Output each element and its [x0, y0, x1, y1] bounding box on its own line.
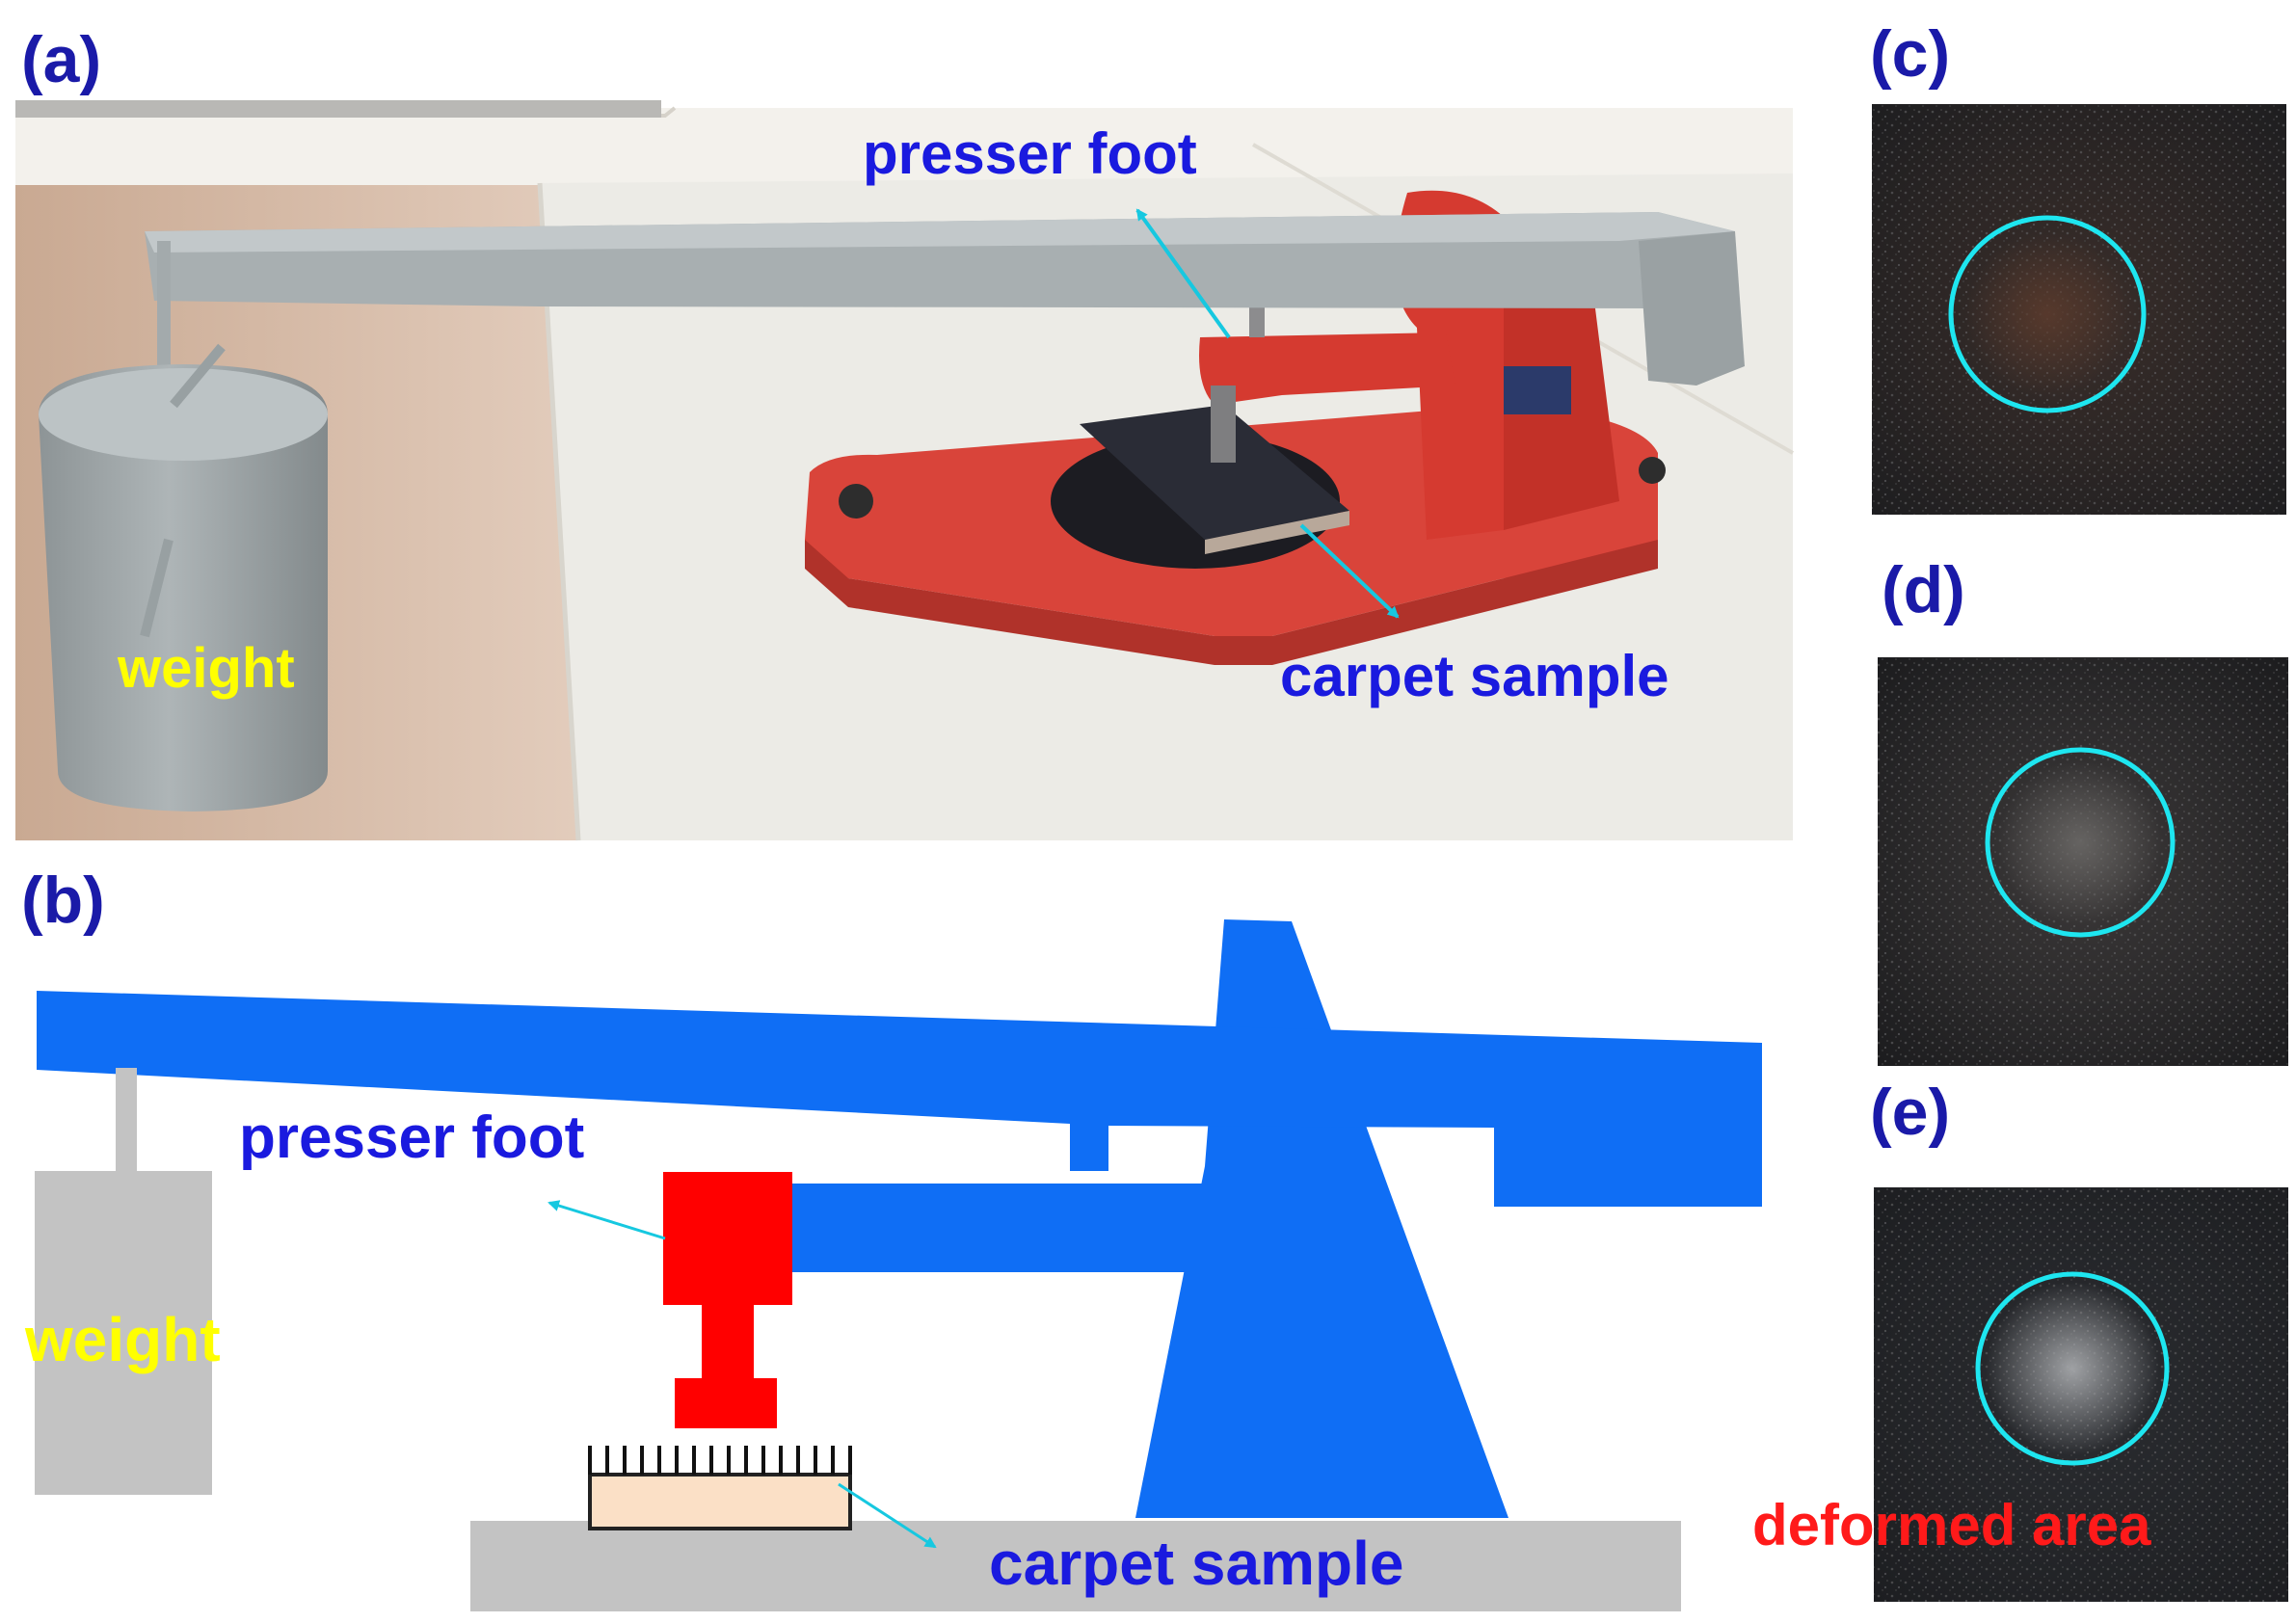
photo-carpet-backing [1205, 511, 1349, 554]
schematic-label-weight: weight [25, 1305, 221, 1374]
photo-weight-top [39, 368, 328, 461]
photo-window-frame [15, 100, 661, 118]
schematic-presser-stem [702, 1305, 754, 1382]
schematic-weight-hanger [116, 1068, 137, 1174]
photo-weight-pin [140, 538, 174, 638]
photo-label-carpet-sample: carpet sample [1280, 644, 1669, 708]
photo-carpet-arrow [1299, 523, 1400, 619]
photo-red-arm [1199, 333, 1455, 405]
photo-weight-handle [170, 343, 226, 409]
deformation-circle-c [1948, 215, 2147, 413]
deformation-circle-d [1985, 747, 2176, 938]
schematic-label-presser-foot: presser foot [239, 1104, 585, 1171]
panel-label-c: (c) [1870, 17, 1951, 91]
panel-e-image [1874, 1187, 2288, 1602]
panel-c-image [1872, 104, 2286, 515]
panel-label-b: (b) [21, 864, 105, 937]
schematic-presser-foot [675, 1378, 777, 1428]
panel-a-photo [15, 100, 1794, 841]
schematic-label-carpet-sample: carpet sample [989, 1529, 1404, 1598]
schematic-lever-beam [37, 991, 1762, 1207]
panel-label-e: (e) [1870, 1076, 1951, 1149]
photo-red-base-side [805, 540, 1658, 665]
photo-label-presser-foot: presser foot [863, 121, 1197, 186]
photo-base-screw-right [1639, 457, 1666, 484]
photo-weight-cylinder [39, 364, 328, 812]
photo-carpet-sample [1080, 405, 1349, 540]
schematic-weight [35, 1171, 212, 1495]
panel-b-schematic [35, 919, 1762, 1611]
deformation-circle-e [1975, 1271, 2170, 1466]
photo-lever-top [145, 212, 1735, 253]
schematic-presser-foot-arrow [547, 1200, 666, 1240]
photo-lever-end [1639, 231, 1745, 386]
deformation-spot-d [1998, 760, 2162, 924]
panel-d-image [1878, 657, 2288, 1066]
deformation-spot-c [1965, 232, 2129, 396]
photo-label-weight: weight [118, 637, 295, 700]
schematic-carpet-arrow [838, 1482, 937, 1549]
schematic-carpet-pile [588, 1446, 852, 1475]
panel-label-d: (d) [1882, 553, 1965, 626]
deformed-area-label: deformed area [1752, 1493, 2151, 1557]
schematic-presser-head [663, 1172, 792, 1305]
deformation-spot-e [1986, 1282, 2159, 1455]
schematic-arm [790, 1184, 1224, 1272]
photo-top-strip [15, 108, 1793, 185]
schematic-base-plate [470, 1521, 1681, 1611]
photo-presser-foot-arrow [1135, 208, 1231, 339]
photo-brand-plate [1504, 366, 1571, 414]
panel-label-a: (a) [21, 23, 102, 96]
photo-base-screw-left [839, 484, 873, 519]
photo-presser-rod [1211, 386, 1236, 463]
schematic-carpet-backing [588, 1473, 852, 1530]
photo-lever-beam [145, 212, 1735, 376]
